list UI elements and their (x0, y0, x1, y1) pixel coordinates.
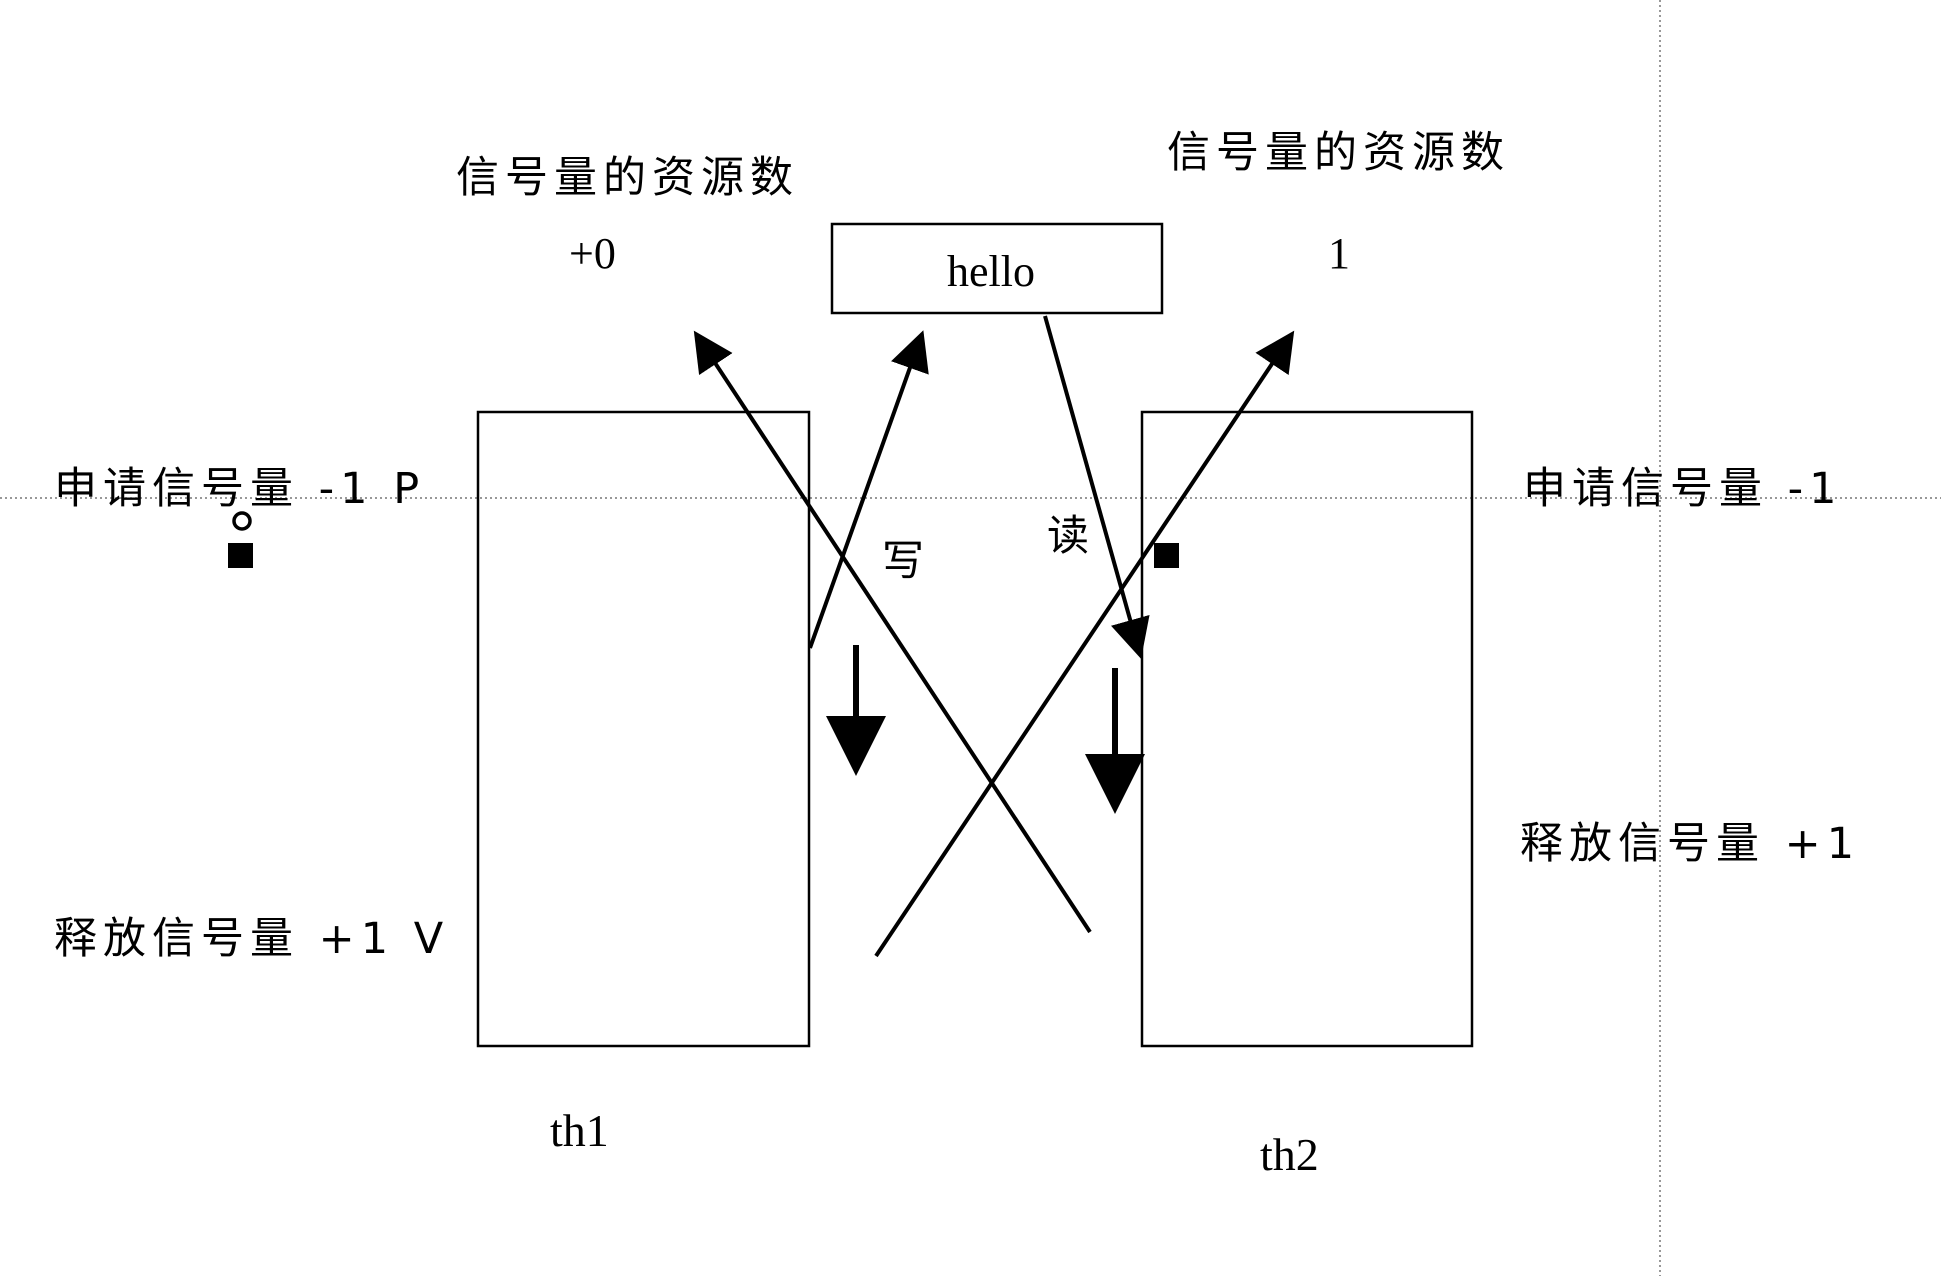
right-semaphore-title: 信号量的资源数 (1167, 128, 1510, 178)
resize-handle-left[interactable] (228, 543, 253, 568)
th2-acquire-label: 申请信号量 -1 (1523, 464, 1843, 514)
thread2-box (1140, 410, 1474, 1048)
th2-action-label: 读 (1047, 511, 1090, 560)
buffer-box (830, 222, 1164, 315)
th1-acquire-label: 申请信号量 -1 P (54, 464, 426, 514)
rotation-handle[interactable] (232, 511, 252, 531)
thread1-box (476, 410, 811, 1048)
buffer-content: hello (947, 247, 1035, 296)
th2-name-label: th2 (1260, 1129, 1319, 1180)
th1-release-label: 释放信号量 +1 V (54, 914, 450, 964)
left-semaphore-title: 信号量的资源数 (456, 153, 799, 203)
write-arrow (808, 330, 929, 649)
th2-release-to-left-semaphore-arrow (693, 330, 1092, 934)
th2-release-label: 释放信号量 +1 (1520, 819, 1861, 869)
left-semaphore-value: +0 (569, 229, 616, 278)
right-semaphore-value: 1 (1328, 229, 1350, 278)
read-arrow (1043, 315, 1150, 659)
th1-release-to-right-semaphore-arrow (874, 330, 1295, 958)
th1-action-label: 写 (882, 536, 925, 585)
resize-handle-right[interactable] (1154, 543, 1179, 568)
th1-name-label: th1 (550, 1105, 609, 1156)
